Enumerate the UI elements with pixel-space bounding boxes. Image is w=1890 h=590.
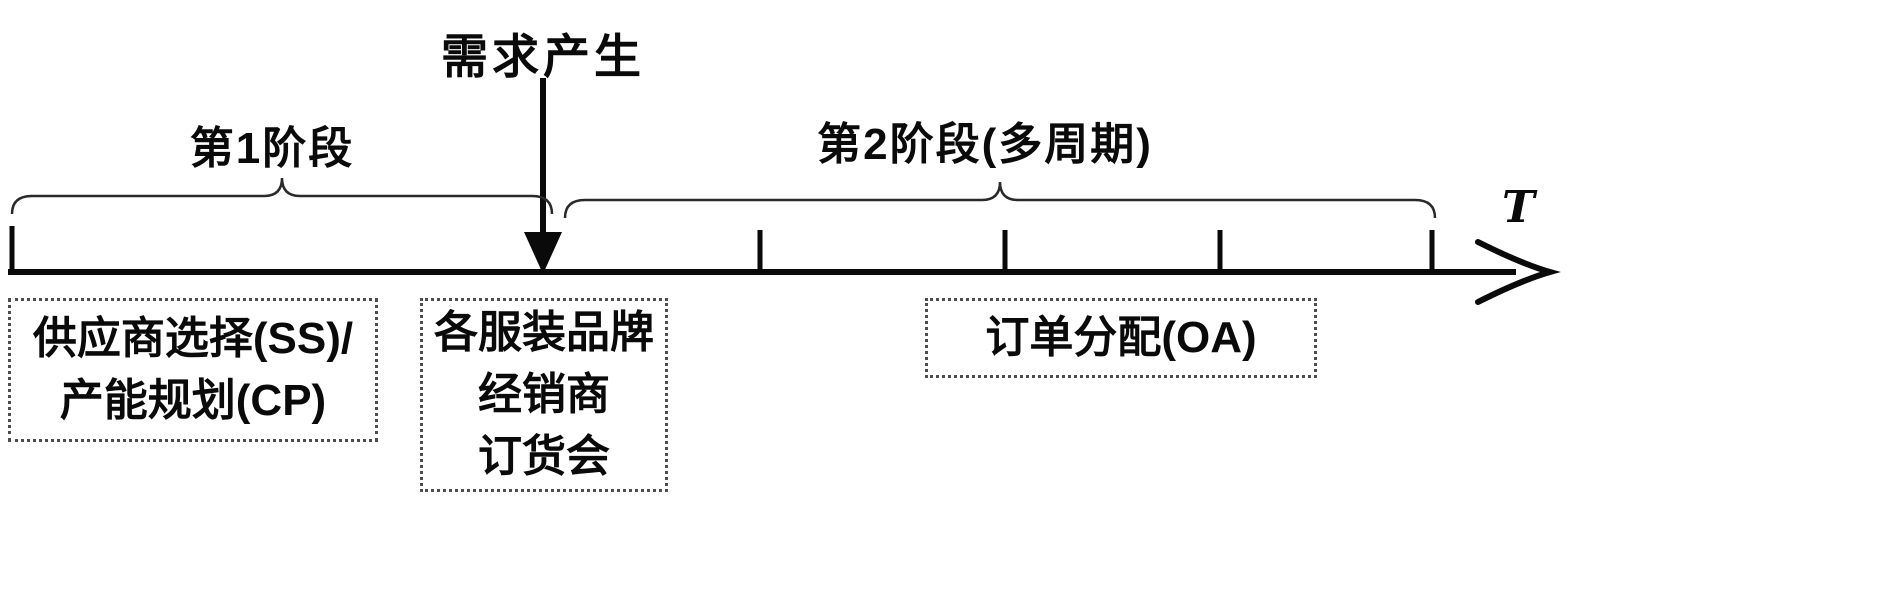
demand-arrow-icon — [524, 78, 562, 274]
time-axis-label: T — [1502, 182, 1535, 233]
tick-marks — [9, 226, 1435, 272]
order-allocation-label: 订单分配(OA) — [985, 313, 1257, 362]
supplier-selection-line2: 产能规划(CP) — [59, 376, 327, 425]
axis-arrowhead-icon — [1475, 239, 1561, 305]
phase2-label: 第2阶段(多周期) — [817, 120, 1153, 169]
phase1-brace-icon — [10, 177, 554, 215]
demand-label: 需求产生 — [441, 30, 645, 83]
supplier-selection-line1: 供应商选择(SS)/ — [32, 314, 354, 363]
order-fair-line1: 各服装品牌 — [434, 308, 654, 357]
order-allocation-box: 订单分配(OA) — [925, 298, 1317, 378]
phase2-brace-icon — [563, 181, 1437, 219]
order-fair-box: 各服装品牌 经销商 订货会 — [420, 298, 668, 492]
phase1-label: 第1阶段 — [189, 124, 355, 173]
order-fair-line3: 订货会 — [478, 432, 610, 481]
time-axis — [8, 239, 1561, 305]
order-fair-line2: 经销商 — [478, 370, 610, 419]
supplier-selection-box: 供应商选择(SS)/ 产能规划(CP) — [8, 298, 378, 442]
